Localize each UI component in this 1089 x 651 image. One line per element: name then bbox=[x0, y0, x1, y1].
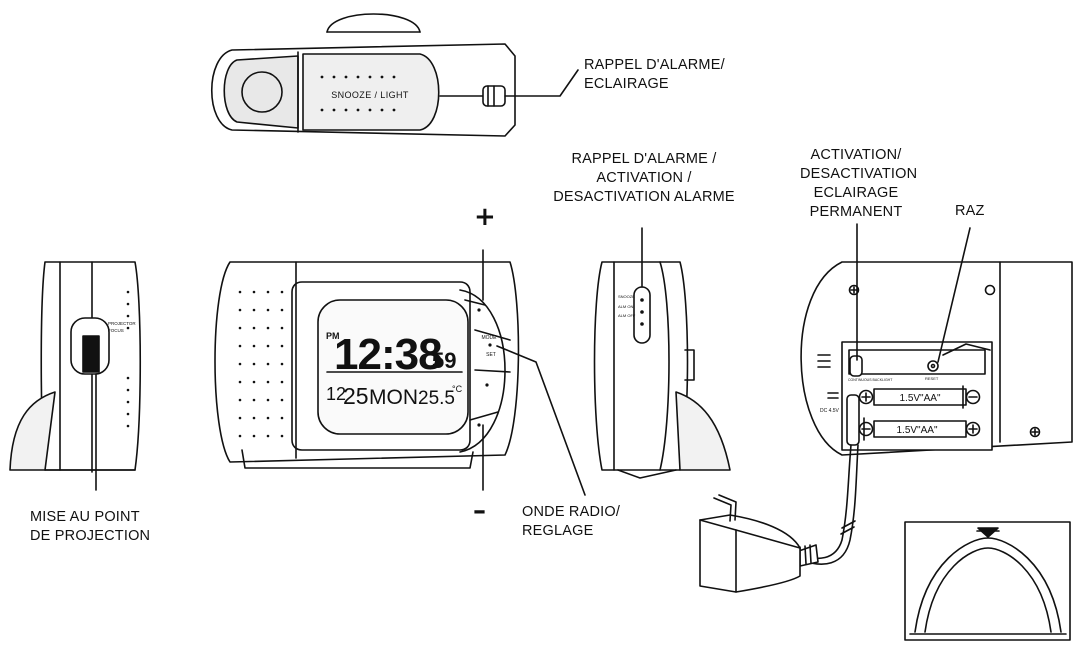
backlight-callout-line-1: ACTIVATION/ bbox=[810, 147, 902, 163]
leader-radio-set bbox=[496, 345, 586, 496]
speaker-grille bbox=[238, 290, 492, 438]
lcd-display bbox=[317, 299, 469, 435]
snooze-alarm-callout-line-3: DESACTIVATION ALARME bbox=[553, 189, 735, 205]
display-month: 12 bbox=[326, 384, 346, 404]
battery-2-text: 1.5V"AA" bbox=[896, 425, 937, 436]
radio-set-callout-line-2: REGLAGE bbox=[522, 523, 594, 539]
display-temp-unit: °C bbox=[452, 384, 463, 394]
snooze-alarm-switch-callout: RAPPEL D'ALARME / ACTIVATION / DESACTIVA… bbox=[540, 150, 748, 207]
left-side-view bbox=[9, 261, 142, 491]
front-view bbox=[214, 261, 520, 469]
reset-callout: RAZ bbox=[955, 203, 985, 219]
leader-reset bbox=[937, 227, 971, 363]
switch-position-snooze: SNOOZE bbox=[618, 294, 635, 299]
backlight-switch-text: CONTINUOUS BACKLIGHT bbox=[848, 378, 893, 382]
display-day: 25 bbox=[343, 383, 369, 409]
backlight-callout-line-4: PERMANENT bbox=[809, 204, 903, 220]
projection-focus-callout: MISE AU POINT DE PROJECTION bbox=[30, 508, 150, 546]
radio-set-callout-line-1: ONDE RADIO/ bbox=[522, 504, 621, 520]
battery-1-text: 1.5V"AA" bbox=[899, 393, 940, 404]
snooze-light-button bbox=[302, 53, 440, 131]
reset-button bbox=[927, 360, 939, 372]
snooze-dots bbox=[320, 75, 396, 112]
top-view bbox=[210, 13, 516, 137]
display-weekday: MON bbox=[369, 386, 418, 409]
display-pm: PM bbox=[326, 331, 340, 341]
minus-sign: – bbox=[473, 496, 486, 526]
projector-lens bbox=[241, 71, 283, 113]
top-view-body bbox=[210, 43, 516, 137]
ac-adapter bbox=[699, 494, 801, 593]
battery-cover bbox=[904, 521, 1071, 641]
snooze-alarm-callout-line-1: RAPPEL D'ALARME / bbox=[571, 151, 717, 167]
mode-button-text: MODE bbox=[482, 335, 498, 341]
leader-snooze-light bbox=[504, 69, 579, 97]
display-seconds: 59 bbox=[432, 348, 456, 373]
backlight-switch-callout: ACTIVATION/ DESACTIVATION ECLAIRAGE PERM… bbox=[800, 146, 918, 222]
projection-focus-callout-line-1: MISE AU POINT bbox=[30, 509, 140, 525]
back-view bbox=[800, 223, 1073, 456]
projector-focus-text-2: FOCUS bbox=[108, 328, 124, 333]
backlight-switch bbox=[849, 355, 863, 377]
plus-sign: + bbox=[474, 202, 496, 232]
snooze-light-callout: RAPPEL D'ALARME/ ECLAIRAGE bbox=[584, 56, 725, 94]
right-side-view bbox=[593, 227, 731, 479]
snooze-alarm-switch bbox=[633, 286, 651, 344]
backlight-callout-line-2: DESACTIVATION bbox=[800, 166, 918, 182]
set-button-text: SET bbox=[486, 352, 496, 358]
dc-input-text: DC 4.5V bbox=[820, 408, 840, 414]
projection-focus-callout-line-2: DE PROJECTION bbox=[30, 528, 151, 544]
radio-set-callout: ONDE RADIO/ REGLAGE bbox=[522, 503, 620, 541]
reset-button-text: RESET bbox=[925, 376, 939, 381]
snooze-light-callout-line-1: RAPPEL D'ALARME/ bbox=[584, 57, 725, 73]
snooze-light-callout-line-2: ECLAIRAGE bbox=[584, 76, 669, 92]
projector-focus-text-1: PROJECTOR bbox=[108, 321, 136, 326]
display-time: 12:38 bbox=[334, 330, 442, 379]
projection-focus-knob bbox=[82, 335, 100, 373]
switch-position-alm-off: ALM OFF bbox=[618, 313, 636, 318]
backlight-callout-line-3: ECLAIRAGE bbox=[813, 185, 899, 201]
display-temperature: 25.5 bbox=[418, 388, 455, 409]
snooze-button-text: SNOOZE / LIGHT bbox=[331, 90, 409, 100]
dc-plug-cable bbox=[795, 394, 860, 567]
switch-position-alm-on: ALM ON bbox=[618, 304, 633, 309]
snooze-alarm-callout-line-2: ACTIVATION / bbox=[596, 170, 692, 186]
